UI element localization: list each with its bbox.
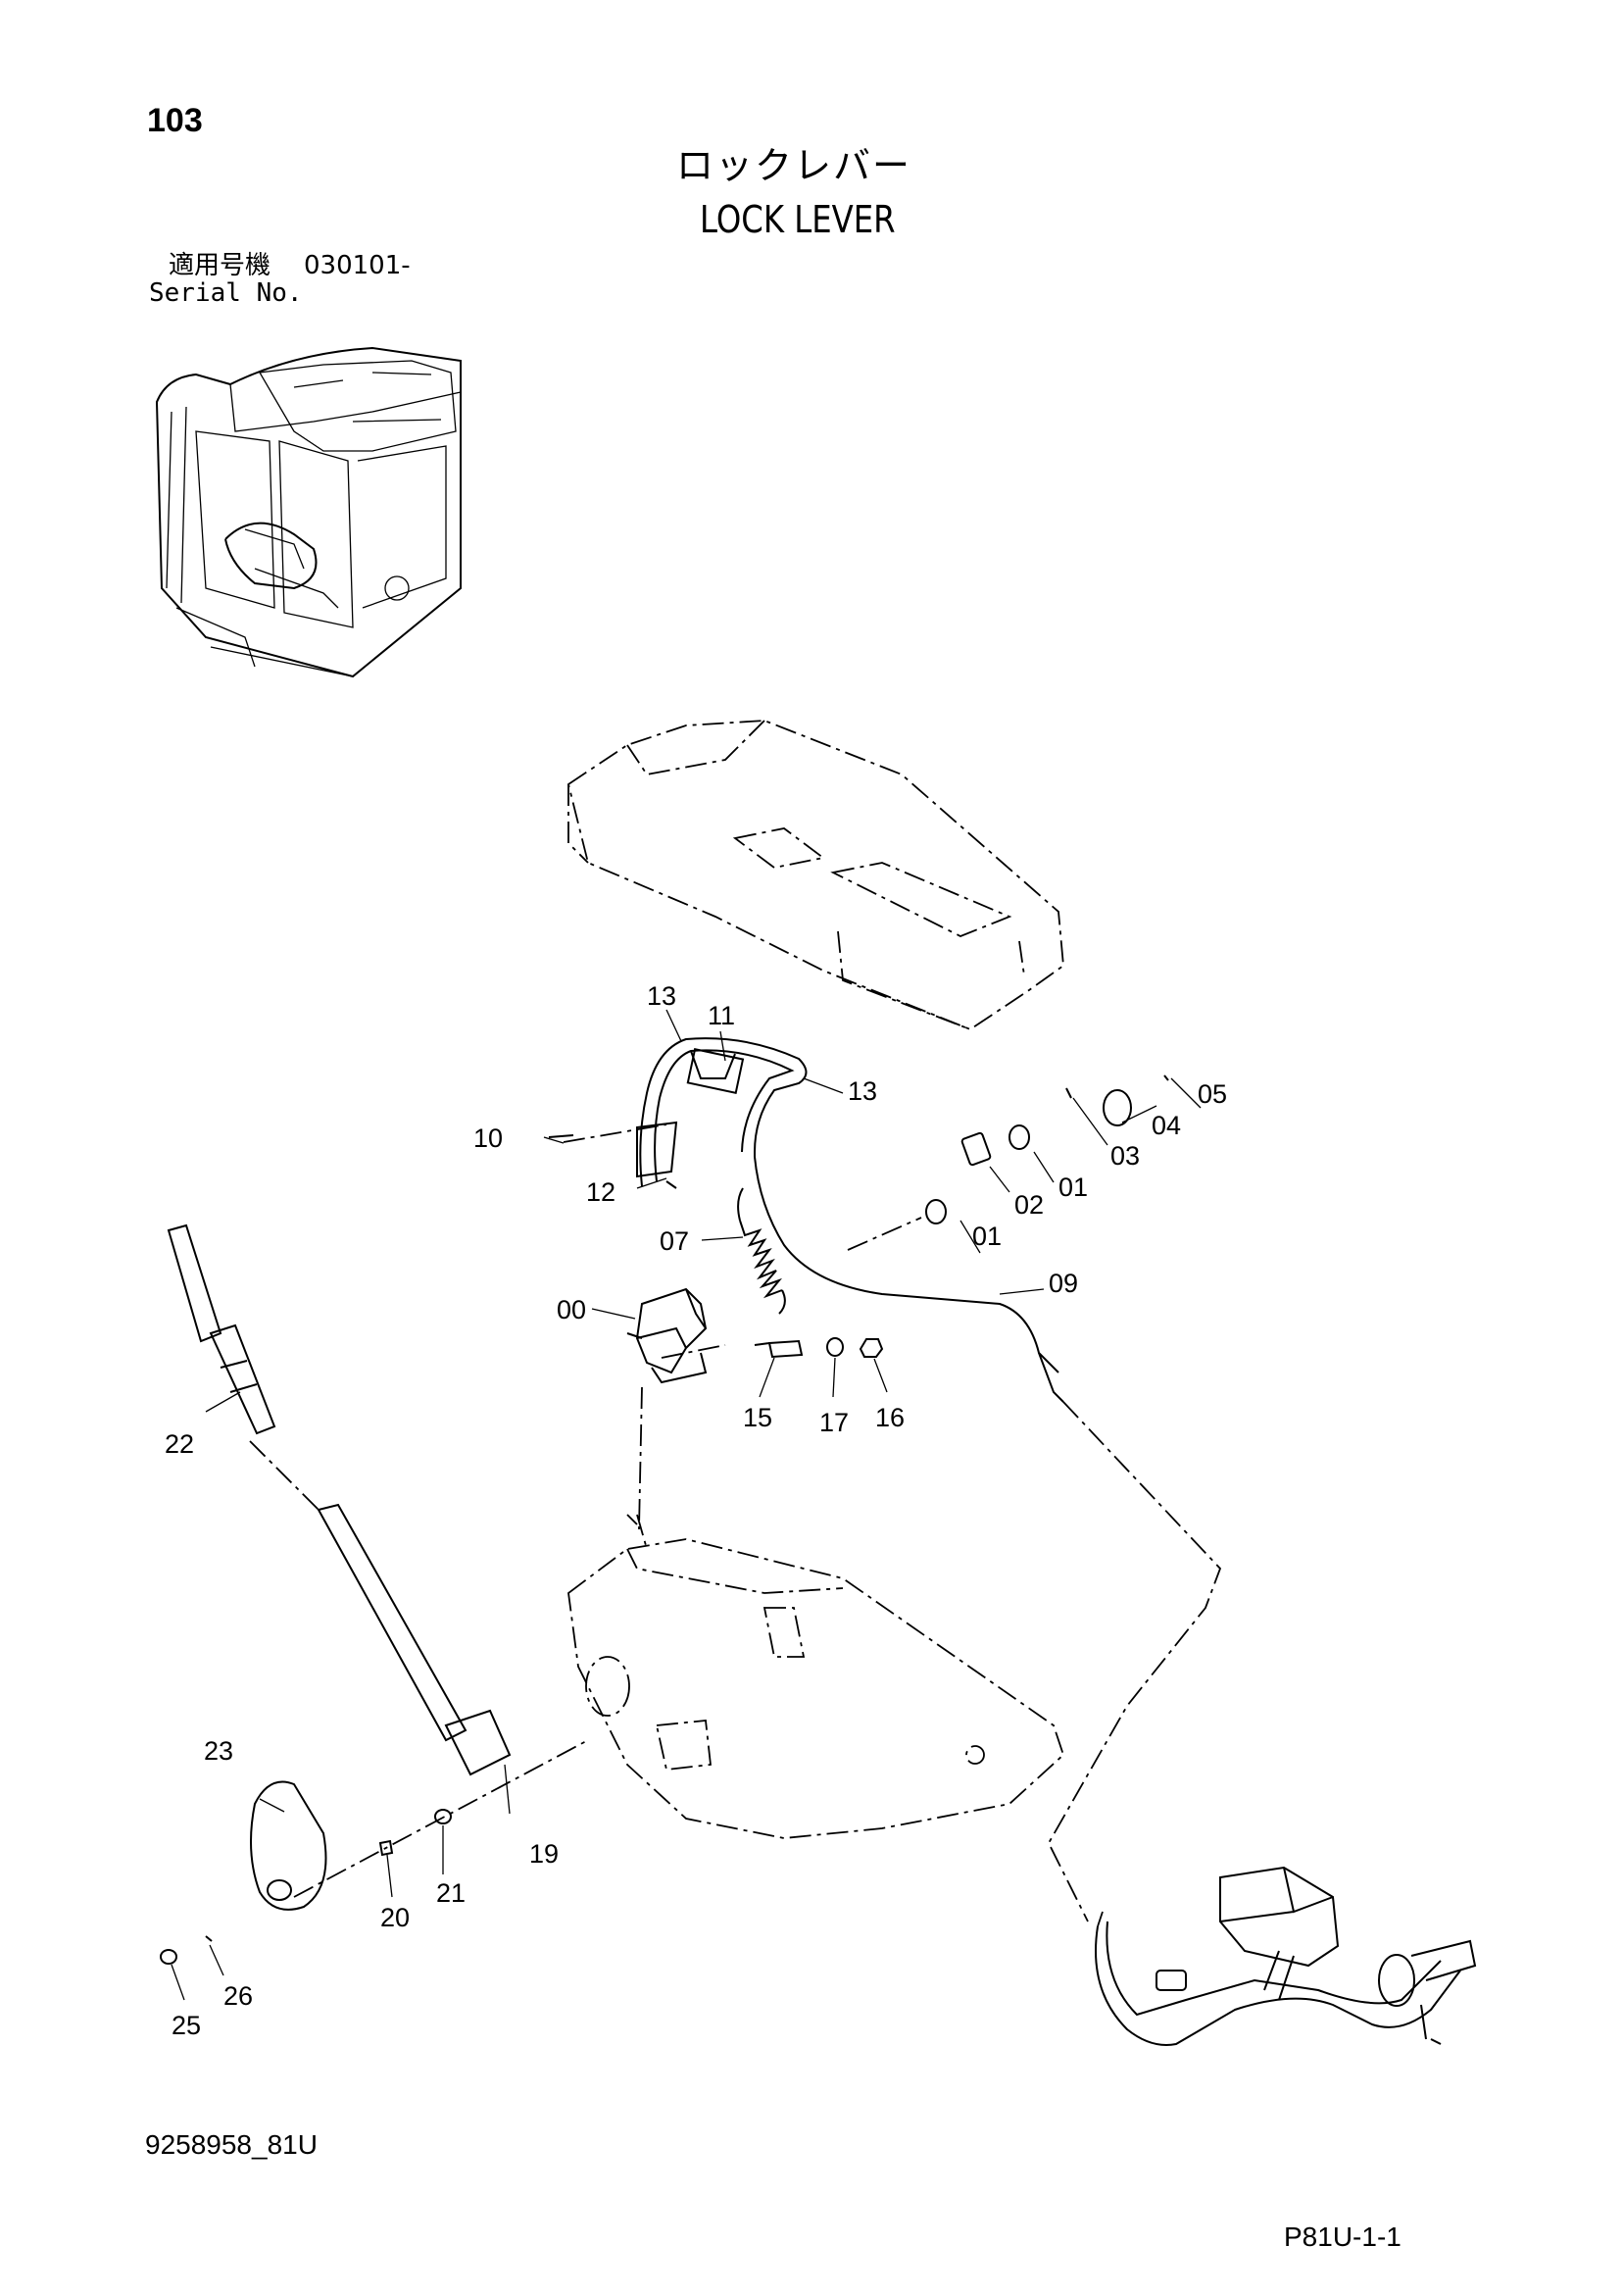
cable-09 <box>754 1156 1059 1373</box>
callout-11: 11 <box>708 1001 735 1030</box>
serial-number-value: 030101- <box>304 251 411 280</box>
callout-10: 10 <box>473 1123 503 1153</box>
callout-20: 20 <box>380 1903 410 1932</box>
serial-label-japanese: 適用号機 <box>169 251 271 280</box>
wiring-harness <box>1095 1866 1477 2046</box>
title-english: LOCK LEVER <box>700 198 896 241</box>
small-parts <box>548 1074 1169 1359</box>
callout-13b: 13 <box>848 1076 877 1106</box>
callout-13a: 13 <box>647 981 676 1011</box>
page-code: P81U-1-1 <box>1284 2221 1402 2252</box>
pipe-bracket-assembly <box>636 1037 808 1187</box>
callout-04: 04 <box>1152 1111 1181 1140</box>
callout-16: 16 <box>875 1403 905 1432</box>
callout-05: 05 <box>1198 1079 1227 1109</box>
part-00-block <box>626 1287 708 1384</box>
callout-07: 07 <box>660 1226 689 1256</box>
callout-09: 09 <box>1049 1269 1078 1298</box>
callout-21: 21 <box>436 1878 466 1908</box>
callout-03: 03 <box>1110 1141 1140 1171</box>
leader-lines <box>171 1009 1202 2001</box>
lower-cover <box>567 1514 1065 1839</box>
small-parts-lower <box>160 1809 452 1965</box>
knob-23 <box>250 1780 327 1911</box>
title-japanese: ロックレバー <box>676 144 912 187</box>
callout-12: 12 <box>586 1177 615 1207</box>
callout-19: 19 <box>529 1839 559 1869</box>
callout-15: 15 <box>743 1403 772 1432</box>
spring-07 <box>737 1187 786 1315</box>
document-code: 9258958_81U <box>145 2129 318 2160</box>
page-number: 103 <box>147 102 203 139</box>
callout-01a: 01 <box>972 1222 1002 1251</box>
callout-labels: 13 11 13 10 12 07 00 09 15 17 16 01 02 0… <box>165 981 1227 2040</box>
callout-23: 23 <box>204 1736 233 1766</box>
console-box <box>566 720 1064 1031</box>
serial-label-english: Serial No. <box>149 278 303 308</box>
callout-00: 00 <box>557 1295 586 1324</box>
lever-rod-22 <box>167 1223 512 1776</box>
callout-17: 17 <box>819 1408 849 1437</box>
cab-overview-illustration <box>155 346 462 678</box>
callout-26: 26 <box>223 1981 253 2011</box>
callout-01b: 01 <box>1058 1173 1088 1202</box>
connection-lines <box>249 1123 1222 1927</box>
callout-25: 25 <box>172 2011 201 2040</box>
callout-02: 02 <box>1014 1190 1044 1220</box>
callout-22: 22 <box>165 1429 194 1459</box>
